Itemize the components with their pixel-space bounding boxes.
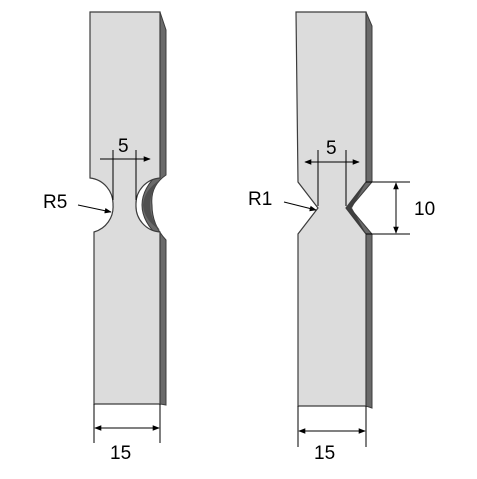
- specimen-round-notch-notch-shadow: [143, 180, 160, 230]
- specimen-round-notch-front-face: [89, 11, 161, 405]
- round-notch-radius-leader: [77, 204, 112, 214]
- v-notch-ligament-label: 5: [326, 138, 337, 159]
- v-notch-width-label: 15: [314, 443, 335, 464]
- v-notch-height-label: 10: [414, 199, 435, 220]
- specimen-v-notch-front-face: [295, 11, 367, 407]
- v-notch-radius-label: R1: [248, 189, 272, 210]
- specimen-round-notch: 5 R5 15: [43, 11, 167, 464]
- specimen-v-notch: 5 R1 10 15: [248, 11, 435, 464]
- v-notch-radius-leader: [283, 201, 317, 212]
- round-notch-radius-label: R5: [43, 192, 67, 213]
- round-notch-width-label: 15: [110, 443, 131, 464]
- specimen-v-notch-notch-shadow: [346, 182, 366, 234]
- round-notch-ligament-label: 5: [118, 136, 129, 157]
